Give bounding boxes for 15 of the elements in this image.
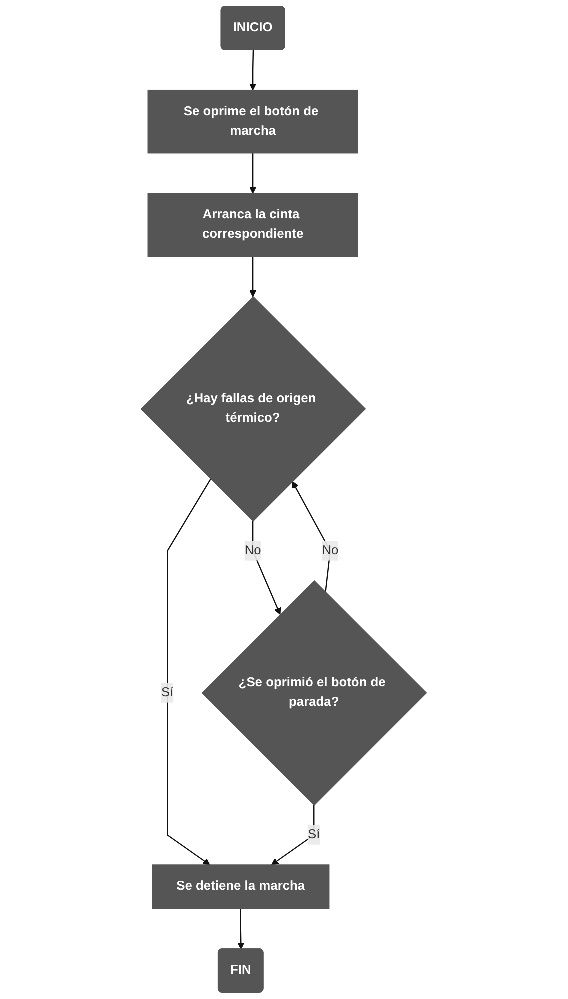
arrow (250, 153, 257, 194)
arrow (250, 256, 257, 298)
arrow (292, 481, 332, 593)
arrow (252, 521, 282, 616)
decision-diamond: ¿Hay fallas de origen térmico? (140, 296, 366, 522)
decision-diamond: ¿Se oprimió el botón de parada? (202, 580, 428, 806)
process-box: Arranca la cinta correspondiente (148, 193, 358, 258)
process-box: Se detiene la marcha (152, 864, 330, 910)
arrow (238, 908, 245, 950)
arrow (167, 478, 212, 866)
process-box: Se oprime el botón de marcha (148, 90, 358, 154)
terminator-box: FIN (218, 948, 264, 993)
terminator-box: INICIO (220, 6, 286, 50)
arrow (271, 805, 315, 866)
arrow (250, 50, 257, 91)
